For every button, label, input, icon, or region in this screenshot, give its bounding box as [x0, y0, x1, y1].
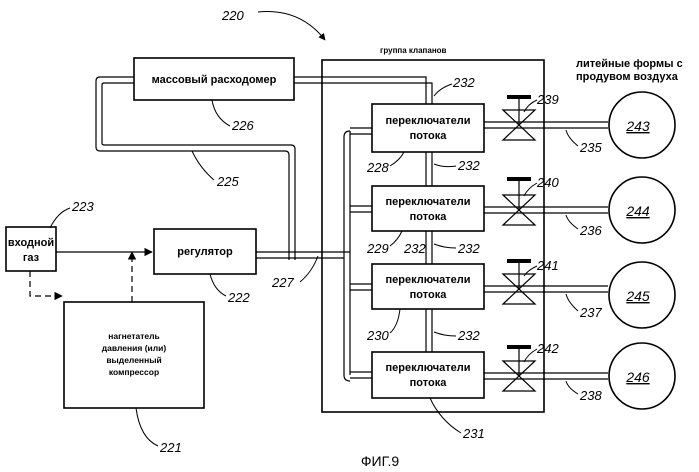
ref-225: 225 — [216, 174, 239, 189]
mold-246-label: 246 — [625, 369, 650, 385]
inlet-gas-label-2: газ — [23, 252, 40, 264]
switch-4: переключатели потока — [372, 352, 484, 398]
inlet-gas-label-1: входной — [8, 237, 54, 249]
blower-label-2: давления (или) — [102, 343, 167, 353]
ref-231: 231 — [462, 426, 485, 441]
switch-3-line1: переключатели — [386, 274, 471, 286]
ref-223: 223 — [71, 199, 94, 214]
ref-221: 221 — [159, 440, 182, 455]
ref-242: 242 — [536, 341, 559, 356]
ref-238: 238 — [579, 388, 602, 403]
figure-number: 220 — [221, 8, 244, 23]
switch-1-line2: потока — [410, 130, 448, 142]
inlet-gas-box — [6, 227, 56, 271]
ref-230: 230 — [366, 328, 389, 343]
figure-number-arrow — [258, 12, 325, 40]
blower-label-4: компрессор — [109, 367, 159, 377]
ref-228: 228 — [366, 160, 389, 175]
molds-title-line1: литейные формы с — [576, 58, 683, 70]
switch-2-line1: переключатели — [386, 196, 471, 208]
ref-240: 240 — [536, 175, 559, 190]
ref-232b: 232 — [457, 158, 480, 173]
switch-2: переключатели потока — [372, 186, 484, 231]
ref-229: 229 — [366, 241, 389, 256]
blower-label-3: выделенный — [106, 355, 161, 365]
switch-1-line1: переключатели — [386, 115, 471, 127]
ref-227: 227 — [271, 275, 294, 290]
ref-236: 236 — [579, 223, 602, 238]
blower-label-1: нагнетатель — [108, 331, 160, 341]
figure-caption: ФИГ.9 — [361, 453, 399, 469]
regulator-label: регулятор — [177, 246, 233, 258]
ref-232e: 232 — [403, 241, 426, 256]
switch-1: переключатели потока — [372, 104, 484, 152]
mold-245-label: 245 — [625, 288, 650, 304]
ref-235: 235 — [579, 140, 602, 155]
switch-3-line2: потока — [410, 289, 448, 301]
valve-group-label: группа клапанов — [380, 46, 447, 55]
mold-243-label: 243 — [625, 118, 650, 134]
switch-4-line1: переключатели — [386, 362, 471, 374]
ref-232d: 232 — [457, 328, 480, 343]
inlet-to-blower-dashed — [30, 271, 62, 296]
ref-239: 239 — [536, 92, 559, 107]
ref-241: 241 — [536, 258, 559, 273]
mass-flow-meter-label: массовый расходомер — [152, 74, 277, 86]
switch-4-line2: потока — [410, 377, 448, 389]
ref-222: 222 — [227, 290, 250, 305]
ref-226: 226 — [231, 118, 254, 133]
ref-237: 237 — [579, 305, 602, 320]
switch-3: переключатели потока — [372, 264, 484, 309]
switch-2-line2: потока — [410, 211, 448, 223]
ref-232c: 232 — [457, 241, 480, 256]
molds-title-line2: продувом воздуха — [576, 71, 679, 83]
ref-232a: 232 — [452, 75, 475, 90]
mold-244-label: 244 — [625, 203, 650, 219]
